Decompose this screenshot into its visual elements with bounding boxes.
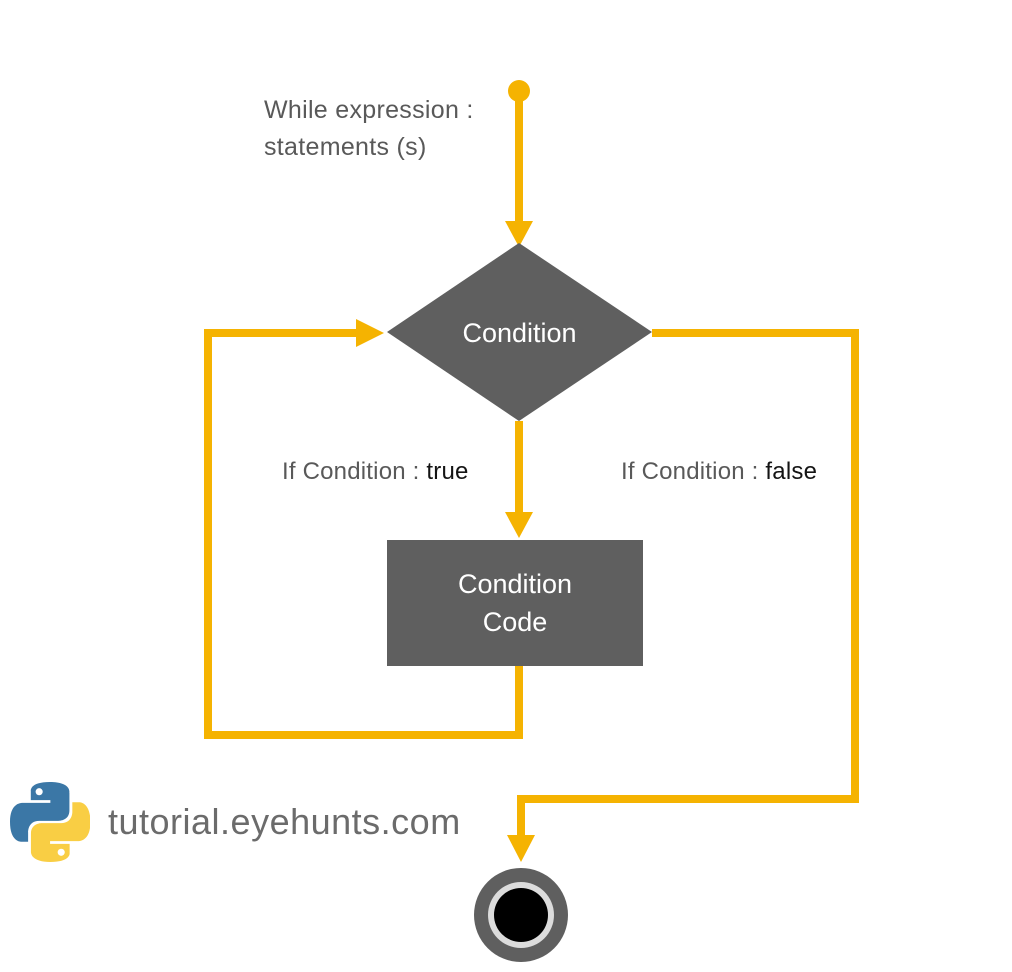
python-logo-icon bbox=[10, 782, 90, 862]
true-branch-value: true bbox=[426, 458, 469, 485]
python-logo-blue-snake bbox=[10, 782, 70, 842]
loop-header-line1: While expression : bbox=[264, 96, 474, 124]
false-branch-connector bbox=[517, 329, 859, 835]
python-logo-eye-top bbox=[35, 788, 43, 796]
true-branch-label: If Condition : true bbox=[282, 458, 469, 486]
end-terminal-core bbox=[494, 888, 548, 942]
arrowhead-into-condition-left bbox=[356, 319, 384, 347]
python-logo-eye-bottom bbox=[57, 848, 65, 856]
python-logo-yellow-snake bbox=[30, 802, 90, 862]
loop-back-connector bbox=[204, 329, 523, 739]
condition-node-label-wrap: Condition bbox=[387, 243, 652, 422]
condition-code-label-wrap: Condition Code bbox=[387, 540, 643, 666]
start-dot bbox=[508, 80, 530, 102]
condition-code-label-line2: Code bbox=[482, 607, 548, 637]
false-branch-value: false bbox=[765, 458, 818, 485]
arrowhead-into-condition-top bbox=[505, 221, 533, 247]
arrowhead-into-end bbox=[507, 835, 535, 862]
watermark-site-text: tutorial.eyehunts.com bbox=[108, 801, 461, 842]
condition-node-label: Condition bbox=[462, 317, 577, 348]
condition-code-label-line1: Condition bbox=[457, 569, 573, 599]
loop-header-annotation: While expression : statements (s) bbox=[264, 92, 474, 166]
true-branch-prefix: If Condition : bbox=[282, 458, 427, 485]
condition-diamond bbox=[387, 243, 652, 421]
false-branch-prefix: If Condition : bbox=[621, 458, 766, 485]
arrowhead-into-code bbox=[505, 512, 533, 538]
loop-header-line2: statements (s) bbox=[264, 133, 427, 161]
watermark: tutorial.eyehunts.com bbox=[10, 778, 461, 866]
condition-code-box bbox=[387, 540, 643, 666]
false-branch-label: If Condition : false bbox=[621, 458, 817, 486]
